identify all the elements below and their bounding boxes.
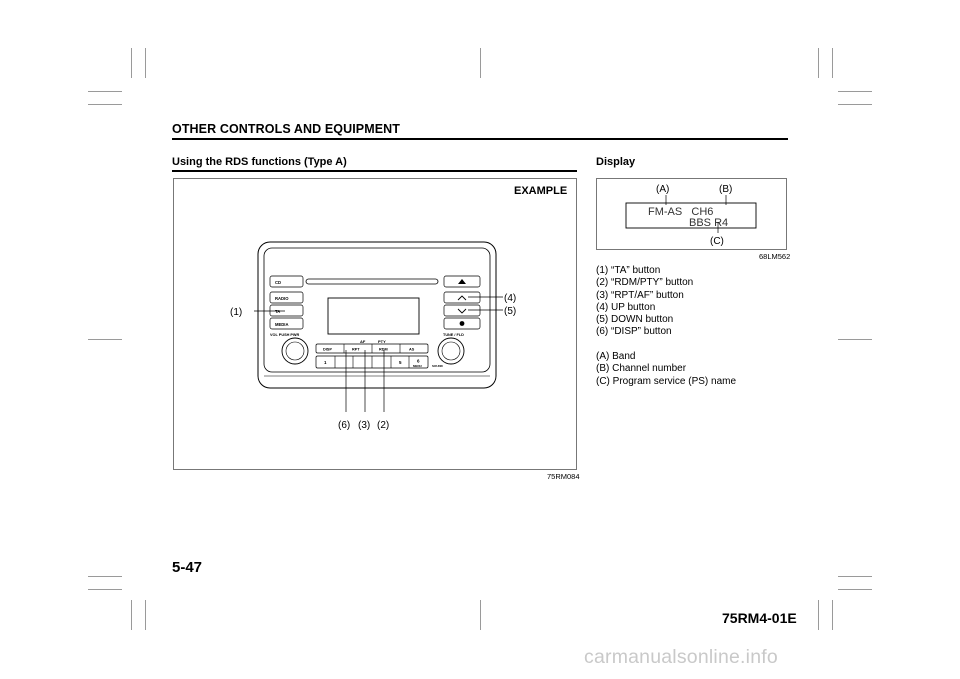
radio-display: [327, 297, 420, 335]
eject-icon: [458, 279, 466, 284]
page-number: 5-47: [172, 559, 203, 576]
rdm-label: RDM: [379, 348, 388, 352]
as-label: AS: [409, 348, 415, 352]
crop-mark: [88, 576, 122, 577]
pty-label: PTY: [378, 339, 386, 344]
callout-5: (5): [504, 306, 516, 317]
watermark: carmanualsonline.info: [584, 646, 778, 668]
legend-letter-item: (A) Band: [596, 351, 636, 363]
rpt-label: RPT: [352, 348, 360, 352]
crop-mark: [838, 589, 872, 590]
document-code: 75RM4-01E: [722, 610, 797, 626]
crop-mark: [838, 576, 872, 577]
preset-5-label: 5: [399, 360, 402, 365]
lcd-line-2: BBS R4: [689, 217, 728, 229]
callout-1: (1): [230, 307, 242, 318]
callout-c: (C): [710, 236, 724, 247]
radio-button: [269, 291, 304, 304]
legend-letter-item: (C) Program service (PS) name: [596, 375, 737, 387]
header-rule: [172, 138, 788, 140]
radio-figure: [173, 178, 577, 470]
media-button: [269, 317, 304, 330]
legend-letter-item: (B) Channel number: [596, 363, 687, 375]
crop-mark: [88, 91, 122, 92]
crop-mark: [88, 339, 122, 340]
legend-item: (3) “RPT/AF” button: [596, 289, 684, 301]
crop-mark: [88, 589, 122, 590]
display-figure-code: 68LM562: [759, 252, 791, 261]
lcd-line-1: FM-AS CH6: [648, 206, 713, 218]
crop-mark: [480, 48, 481, 78]
chevron-up-icon: [457, 295, 467, 301]
crop-mark: [131, 600, 132, 630]
legend-item: (5) DOWN button: [596, 314, 674, 326]
crop-mark: [838, 91, 872, 92]
crop-mark: [838, 104, 872, 105]
lcd-illustration: FM-AS CH6 BBS R4 (A) (B) (C): [625, 184, 757, 247]
af-label: AF: [360, 339, 366, 344]
disp-label: DISP: [323, 348, 332, 352]
callout-2: (2): [377, 420, 389, 431]
sound-label: SOUND: [432, 364, 444, 368]
display-figure: [596, 178, 787, 250]
display-title: Display: [596, 156, 636, 168]
phone-icon: [459, 321, 465, 326]
legend-item: (1) “TA” button: [596, 265, 661, 276]
chapter-header: OTHER CONTROLS AND EQUIPMENT: [172, 122, 401, 136]
cd-label: CD: [275, 280, 281, 285]
vol-label: VOL PUSH PWR: [270, 333, 300, 337]
up-button: [443, 291, 481, 304]
legend-item: (2) “RDM/PTY” button: [596, 277, 694, 289]
callout-3: (3): [358, 420, 370, 431]
chevron-down-icon: [457, 308, 467, 314]
radio-unit-illustration: CD RADIO TA MEDIA VOL PUSH PWR TUNE / FL…: [230, 241, 516, 431]
callout-b: (B): [719, 184, 732, 195]
callout-a: (A): [656, 184, 669, 195]
preset-1-label: 1: [324, 360, 327, 365]
ta-label: TA: [275, 309, 280, 314]
lcd-frame: [625, 202, 757, 229]
tune-label: TUNE / FLD: [443, 333, 464, 337]
crop-mark: [838, 339, 872, 340]
cd-button: [269, 275, 304, 288]
section-rule: [172, 170, 577, 172]
media-label: MEDIA: [275, 322, 289, 327]
preset-6-label: 6: [417, 359, 420, 364]
legend-item: (6) “DISP” button: [596, 326, 672, 338]
down-button: [443, 304, 481, 317]
radio-label: RADIO: [275, 296, 289, 301]
crop-mark: [131, 48, 132, 78]
example-label: EXAMPLE: [514, 185, 568, 197]
crop-mark: [832, 48, 833, 78]
crop-mark: [88, 104, 122, 105]
crop-mark: [145, 48, 146, 78]
legend: (1) “TA” button (2) “RDM/PTY” button (3)…: [596, 265, 736, 388]
ta-button: [269, 304, 304, 317]
crop-mark: [480, 600, 481, 630]
crop-mark: [145, 600, 146, 630]
crop-mark: [818, 48, 819, 78]
menu-label: MENU: [413, 364, 422, 368]
callout-4: (4): [504, 293, 516, 304]
legend-spacer: [596, 339, 736, 351]
callout-6: (6): [338, 420, 350, 431]
crop-mark: [832, 600, 833, 630]
radio-figure-code-text: 75RM084: [547, 472, 580, 481]
cd-slot: [305, 278, 439, 285]
section-title: Using the RDS functions (Type A): [172, 156, 347, 168]
legend-item: (4) UP button: [596, 301, 656, 313]
crop-mark: [818, 600, 819, 630]
